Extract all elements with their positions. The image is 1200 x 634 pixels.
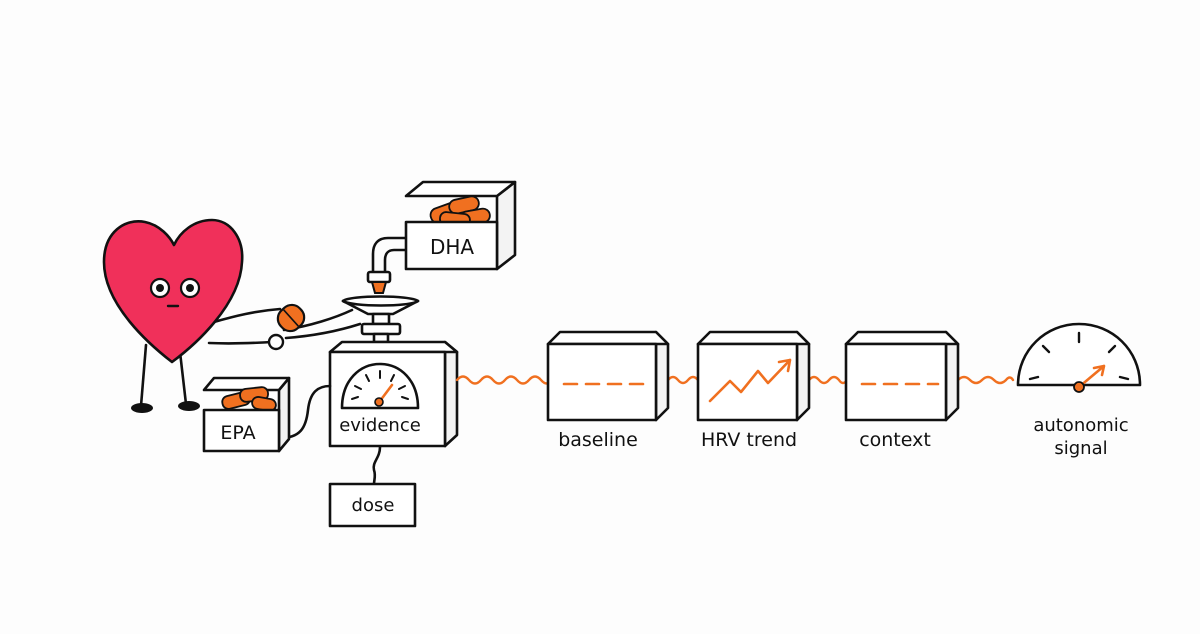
stage-context-label: context bbox=[859, 429, 931, 451]
gauge-label-line2: signal bbox=[1054, 438, 1107, 459]
heart-upper-arm bbox=[212, 307, 282, 324]
gauge-face bbox=[1016, 322, 1142, 387]
epa-pills-icon bbox=[221, 386, 277, 412]
dha-bin-top bbox=[404, 180, 517, 198]
stage-context-box bbox=[844, 342, 948, 422]
scale-top bbox=[328, 340, 459, 354]
crank-handle bbox=[276, 303, 306, 333]
crank-pivot-icon bbox=[267, 333, 285, 351]
heart-left-foot bbox=[131, 403, 153, 413]
dose-label: dose bbox=[352, 495, 395, 516]
epa-label: EPA bbox=[220, 422, 255, 444]
heart-right-foot bbox=[178, 401, 200, 411]
wire-hrv-to-context bbox=[807, 375, 849, 385]
stage-context: context bbox=[844, 330, 960, 451]
epa-bin-top bbox=[202, 376, 291, 392]
dha-nozzle-icon bbox=[370, 281, 388, 294]
signal-wires bbox=[455, 375, 1015, 385]
scale-side bbox=[443, 340, 459, 448]
stage-hrv-rising-arrow-icon bbox=[708, 358, 792, 403]
wire-baseline-to-hrv bbox=[666, 375, 700, 385]
wire-context-to-gauge bbox=[956, 375, 1015, 385]
dha-bin: DHA bbox=[366, 180, 517, 294]
crank-rod-lower bbox=[284, 322, 362, 340]
scale-dial bbox=[340, 362, 420, 410]
dose-output: dose bbox=[328, 445, 417, 528]
stage-context-top bbox=[844, 330, 960, 346]
dha-label: DHA bbox=[430, 235, 474, 259]
evidence-scale: evidence bbox=[328, 340, 459, 448]
heart-lower-arm bbox=[207, 340, 274, 345]
epa-bin-front bbox=[202, 408, 281, 453]
stage-hrv-trend: HRV trend bbox=[696, 330, 811, 451]
gauge-label-line1: autonomic bbox=[1033, 415, 1128, 436]
stage-baseline: baseline bbox=[546, 330, 670, 451]
stage-baseline-label: baseline bbox=[558, 429, 638, 451]
heart-left-leg bbox=[139, 343, 148, 408]
dha-pipe-inner bbox=[383, 248, 408, 274]
heart-character bbox=[102, 218, 282, 413]
heart-right-leg bbox=[178, 350, 188, 406]
gauge-ticks bbox=[1028, 331, 1130, 381]
stage-hrv-label: HRV trend bbox=[701, 429, 797, 451]
heart-left-pupil bbox=[156, 284, 164, 292]
autonomic-gauge: autonomic signal bbox=[1016, 322, 1142, 459]
epa-cable bbox=[278, 384, 332, 440]
heart-body bbox=[102, 218, 244, 364]
stage-baseline-box bbox=[546, 342, 658, 422]
gauge-needle-hub bbox=[1073, 381, 1085, 393]
dha-pipe bbox=[371, 236, 408, 274]
epa-bin: EPA bbox=[202, 376, 332, 453]
scale-needle-hub bbox=[374, 397, 384, 407]
dose-box bbox=[328, 482, 417, 528]
scale-label: evidence bbox=[339, 415, 421, 436]
crank-mechanism bbox=[267, 303, 362, 351]
funnel bbox=[341, 295, 420, 344]
stage-baseline-top bbox=[546, 330, 670, 346]
heart-right-pupil bbox=[186, 284, 194, 292]
dha-bin-front bbox=[404, 220, 499, 271]
wire-scale-to-baseline bbox=[455, 375, 554, 385]
funnel-rim bbox=[341, 299, 420, 307]
dose-cable bbox=[372, 445, 382, 486]
dha-pipe-collar bbox=[366, 270, 392, 284]
funnel-cap bbox=[360, 322, 402, 336]
funnel-neck bbox=[371, 312, 391, 326]
stage-hrv-top bbox=[696, 330, 811, 346]
scale-dial-ticks bbox=[351, 370, 409, 400]
